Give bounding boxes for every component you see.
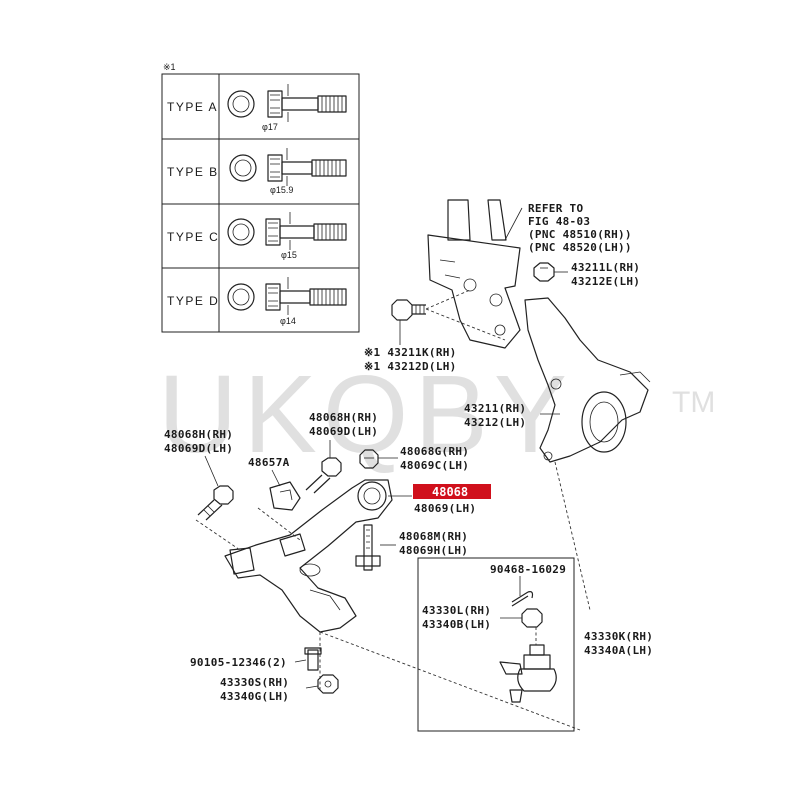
type-c-diameter: φ15 <box>281 250 297 260</box>
nut-43211L-icon <box>533 262 555 282</box>
type-d-label: TYPE D <box>167 294 219 308</box>
label-refer: REFER TO FIG 48-03 (PNC 48510(RH)) (PNC … <box>504 202 632 254</box>
refer-line-3: (PNC 48510(RH)) <box>528 228 632 241</box>
nut-43330S-icon <box>317 674 339 694</box>
label-48068-highlighted: 48068 <box>432 485 468 499</box>
label-48068H-left-lh: 48069D(LH) <box>164 442 233 455</box>
highlight-box <box>413 484 491 499</box>
bolt-43211K-icon <box>391 299 426 321</box>
type-c-label: TYPE C <box>167 230 219 244</box>
label-43211L-lh: 43212E(LH) <box>571 275 640 288</box>
nut-48068G-icon <box>359 449 379 469</box>
nut-43330L-icon <box>521 608 543 628</box>
refer-line-2: FIG 48-03 <box>528 215 590 228</box>
label-90105: 90105-12346(2) <box>190 656 287 669</box>
label-48068H-center-lh: 48069D(LH) <box>309 425 378 438</box>
label-43211-rh: 43211(RH) <box>464 402 526 415</box>
label-48068G-rh: 48068G(RH) <box>400 445 469 458</box>
label-48068M-lh: 48069H(LH) <box>399 544 468 557</box>
type-b-diameter: φ15.9 <box>270 185 293 195</box>
bracket-48657A-icon <box>269 481 301 511</box>
stud-type-b-icon <box>229 148 347 186</box>
stud-type-a-icon <box>227 84 347 122</box>
lower-control-arm-icon <box>224 479 393 633</box>
label-43330S-rh: 43330S(RH) <box>220 676 289 689</box>
type-b-label: TYPE B <box>167 165 219 179</box>
note-mark: ※1 <box>163 62 176 72</box>
bolt-48068M-icon <box>355 524 381 571</box>
ball-joint-icon <box>499 644 557 703</box>
type-a-diameter: φ17 <box>262 122 278 132</box>
label-43330L-rh: 43330L(RH) <box>422 604 491 617</box>
bolt-48068H-left-icon <box>197 485 234 521</box>
label-43330K-lh: 43340A(LH) <box>584 644 653 657</box>
label-43211-lh: 43212(LH) <box>464 416 526 429</box>
stud-type-d-icon <box>227 277 347 315</box>
cotter-pin-90468-icon <box>511 591 534 607</box>
label-43330L-lh: 43340B(LH) <box>422 618 491 631</box>
label-43211K-lh: ※1 43212D(LH) <box>364 360 457 373</box>
label-90468: 90468-16029 <box>490 563 566 576</box>
watermark-tm: TM <box>672 386 715 419</box>
type-d-diameter: φ14 <box>280 316 296 326</box>
label-48068H-center-rh: 48068H(RH) <box>309 411 378 424</box>
steering-knuckle-icon <box>524 297 651 463</box>
refer-line-1: REFER TO <box>528 202 583 215</box>
stud-type-c-icon <box>227 212 347 250</box>
label-43211K-rh: ※1 43211K(RH) <box>364 346 457 359</box>
type-a-label: TYPE A <box>167 100 218 114</box>
label-48068M-rh: 48068M(RH) <box>399 530 468 543</box>
refer-line-4: (PNC 48520(LH)) <box>528 241 632 254</box>
label-48068G-lh: 48069C(LH) <box>400 459 469 472</box>
bolt-48068H-center-icon <box>305 457 342 494</box>
ball-joint-inset-box <box>417 557 575 732</box>
label-48068H-left-rh: 48068H(RH) <box>164 428 233 441</box>
stud-type-table: TYPE A TYPE B TYPE C TYPE D φ17 <box>161 73 360 333</box>
label-48657A: 48657A <box>248 456 290 469</box>
label-43330S-lh: 43340G(LH) <box>220 690 289 703</box>
highlight-48068: 48068 <box>413 484 491 499</box>
label-48069-lh: 48069(LH) <box>414 502 476 515</box>
watermark-text: UKQBY <box>158 353 573 476</box>
bolt-90105-icon <box>304 647 322 671</box>
label-43211L-rh: 43211L(RH) <box>571 261 640 274</box>
label-43330K-rh: 43330K(RH) <box>584 630 653 643</box>
strut-assembly-icon <box>427 199 521 349</box>
